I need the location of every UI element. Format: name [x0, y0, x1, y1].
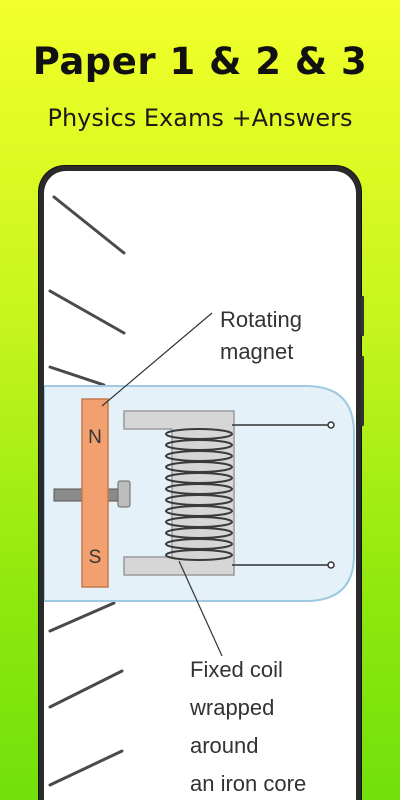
output-wires — [232, 424, 328, 566]
dynamo-diagram: N S — [44, 195, 355, 796]
promo-headline: Paper 1 & 2 & 3 — [32, 40, 368, 83]
phone-frame: N S — [39, 166, 364, 800]
coil-windings — [165, 428, 233, 561]
rotating-magnet — [81, 398, 109, 588]
phone-power-button — [361, 356, 364, 426]
promo-subline: Physics Exams +Answers — [47, 104, 353, 132]
label-magnet: magnet — [220, 339, 293, 364]
leader-line-coil — [178, 560, 223, 657]
label-iron-core: an iron core — [190, 771, 306, 796]
leader-line-magnet — [101, 312, 213, 407]
label-fixed-coil: Fixed coil — [190, 657, 283, 682]
terminal-top — [327, 421, 335, 429]
magnet-south-label: S — [89, 547, 102, 568]
shaft-collar — [117, 480, 131, 508]
magnet-north-label: N — [88, 427, 102, 448]
phone-screen[interactable]: N S — [44, 171, 356, 800]
motion-lines — [48, 195, 126, 787]
label-rotating: Rotating — [220, 307, 302, 332]
terminal-bottom — [327, 561, 335, 569]
label-wrapped: wrapped — [189, 695, 274, 720]
label-around: around — [190, 733, 259, 758]
phone-volume-button — [361, 296, 364, 336]
